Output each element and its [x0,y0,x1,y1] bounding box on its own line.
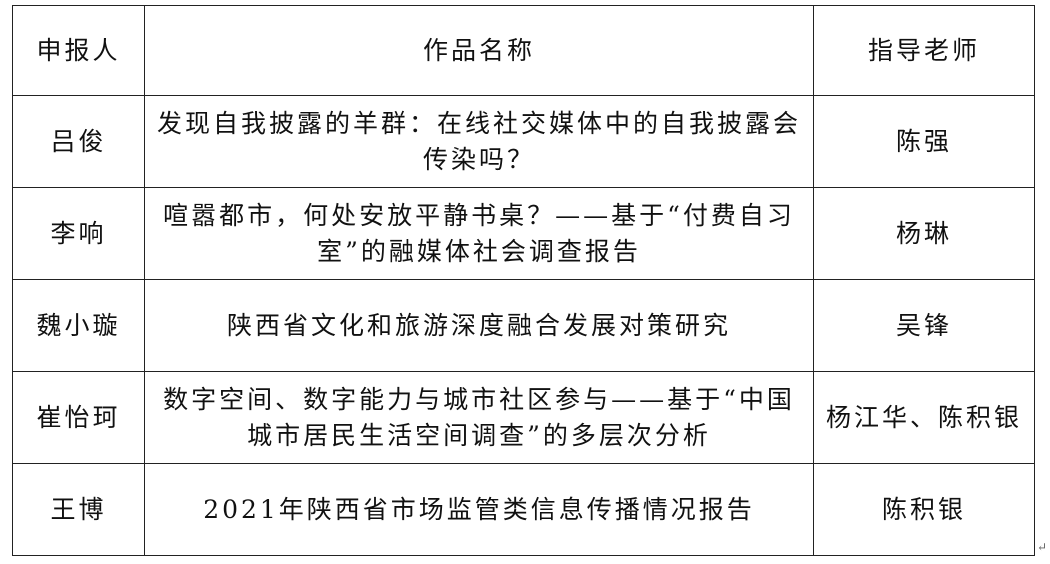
title-cell: 陕西省文化和旅游深度融合发展对策研究 [144,279,814,372]
advisor-cell: 吴锋 [813,279,1035,372]
table-header-row: 申报人 作品名称 指导老师 [12,5,1035,96]
header-applicant: 申报人 [12,5,145,96]
header-advisor: 指导老师 [813,5,1035,96]
title-cell: 发现自我披露的羊群：在线社交媒体中的自我披露会传染吗？ [144,95,814,188]
advisor-cell: 杨琳 [813,187,1035,280]
table-row: 吕俊 发现自我披露的羊群：在线社交媒体中的自我披露会传染吗？ 陈强 [12,95,1035,188]
applicant-cell: 王博 [12,463,145,556]
table-row: 崔怡珂 数字空间、数字能力与城市社区参与——基于“中国城市居民生活空间调查”的多… [12,371,1035,464]
header-title: 作品名称 [144,5,814,96]
advisor-cell: 陈强 [813,95,1035,188]
title-cell: 2021年陕西省市场监管类信息传播情况报告 [144,463,814,556]
title-cell: 喧嚣都市，何处安放平静书桌？——基于“付费自习室”的融媒体社会调查报告 [144,187,814,280]
awards-table: 申报人 作品名称 指导老师 吕俊 发现自我披露的羊群：在线社交媒体中的自我披露会… [12,5,1035,556]
applicant-cell: 崔怡珂 [12,371,145,464]
advisor-cell: 杨江华、陈积银 [813,371,1035,464]
applicant-cell: 魏小璇 [12,279,145,372]
title-cell: 数字空间、数字能力与城市社区参与——基于“中国城市居民生活空间调查”的多层次分析 [144,371,814,464]
table-row: 李响 喧嚣都市，何处安放平静书桌？——基于“付费自习室”的融媒体社会调查报告 杨… [12,187,1035,280]
advisor-cell: 陈积银 [813,463,1035,556]
table-row: 魏小璇 陕西省文化和旅游深度融合发展对策研究 吴锋 [12,279,1035,372]
applicant-cell: 李响 [12,187,145,280]
paragraph-mark-icon: ↵ [1037,540,1048,554]
table-row: 王博 2021年陕西省市场监管类信息传播情况报告 陈积银 [12,463,1035,556]
applicant-cell: 吕俊 [12,95,145,188]
